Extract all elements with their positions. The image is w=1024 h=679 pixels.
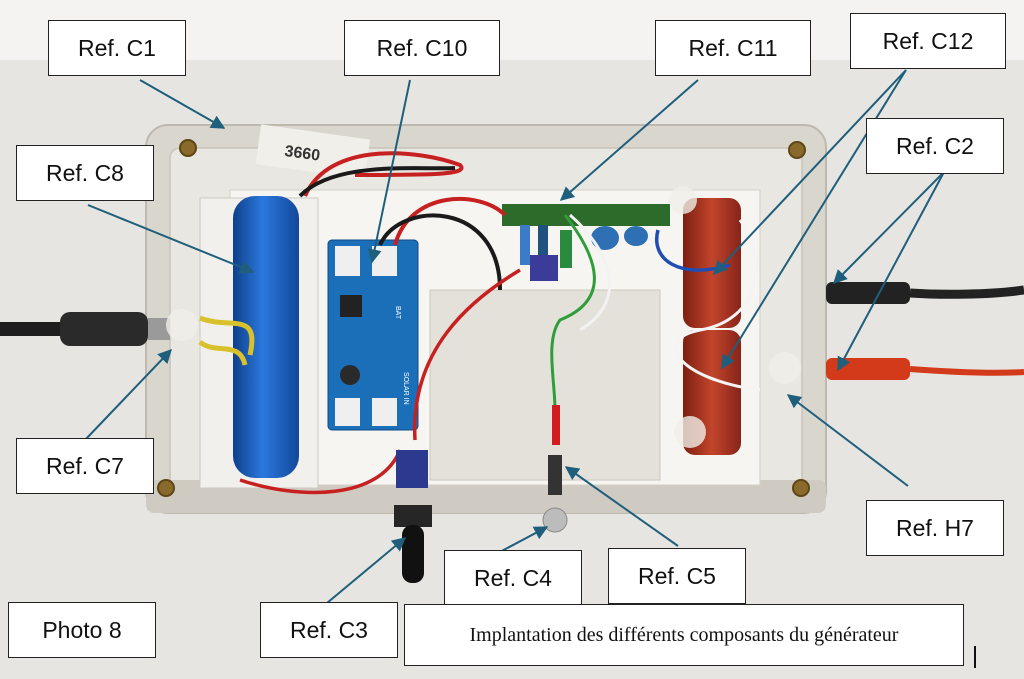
output-cable-black bbox=[826, 282, 910, 304]
screw-hole bbox=[788, 141, 806, 159]
arrow-c4 bbox=[497, 526, 549, 554]
oscillator-board bbox=[502, 204, 670, 226]
battery-18650 bbox=[233, 196, 299, 478]
pcb-label-solar: SOLAR IN bbox=[402, 372, 409, 405]
ref-c12-label: Ref. C12 bbox=[850, 13, 1006, 69]
screw-hole bbox=[179, 139, 197, 157]
screw-hole bbox=[157, 479, 175, 497]
arrow-c8 bbox=[87, 204, 255, 274]
arrow-c10 bbox=[367, 79, 411, 264]
ref-c3-label: Ref. C3 bbox=[260, 602, 398, 658]
arrow-c12a bbox=[713, 69, 907, 276]
arrow-c11 bbox=[559, 79, 699, 201]
ref-c2-label: Ref. C2 bbox=[866, 118, 1004, 174]
push-button bbox=[542, 507, 568, 533]
arrow-c3 bbox=[326, 537, 407, 604]
arrow-c7 bbox=[84, 348, 172, 441]
ref-c8-label: Ref. C8 bbox=[16, 145, 154, 201]
photo-number-label: Photo 8 bbox=[8, 602, 156, 658]
ref-h7-label: Ref. H7 bbox=[866, 500, 1004, 556]
ref-c10-label: Ref. C10 bbox=[344, 20, 500, 76]
hv-capacitor-top bbox=[683, 198, 741, 328]
ref-c5-label: Ref. C5 bbox=[608, 548, 746, 604]
annotation-arrows bbox=[84, 69, 945, 604]
dc-jack bbox=[60, 312, 148, 346]
arrow-c2a bbox=[833, 171, 945, 284]
arrow-c1 bbox=[139, 79, 226, 129]
plate-cutout bbox=[429, 289, 661, 481]
case-sticker bbox=[255, 124, 371, 180]
arrow-c5 bbox=[564, 466, 679, 547]
case-sticker-text: 3660 bbox=[283, 143, 321, 165]
arrow-h7 bbox=[786, 394, 909, 487]
dc-jack-cable bbox=[0, 322, 60, 336]
ref-c11-label: Ref. C11 bbox=[655, 20, 811, 76]
toggle-switch bbox=[394, 505, 432, 527]
ref-c4-label: Ref. C4 bbox=[444, 550, 582, 606]
arrow-c2b bbox=[837, 171, 945, 372]
screw-hole bbox=[792, 479, 810, 497]
ref-c1-label: Ref. C1 bbox=[48, 20, 186, 76]
ref-c7-label: Ref. C7 bbox=[16, 438, 154, 494]
figure-caption: Implantation des différents composants d… bbox=[404, 604, 964, 666]
potentiometer bbox=[396, 450, 428, 488]
text-cursor bbox=[974, 646, 976, 668]
pcb-label-bat: BAT bbox=[394, 306, 401, 320]
